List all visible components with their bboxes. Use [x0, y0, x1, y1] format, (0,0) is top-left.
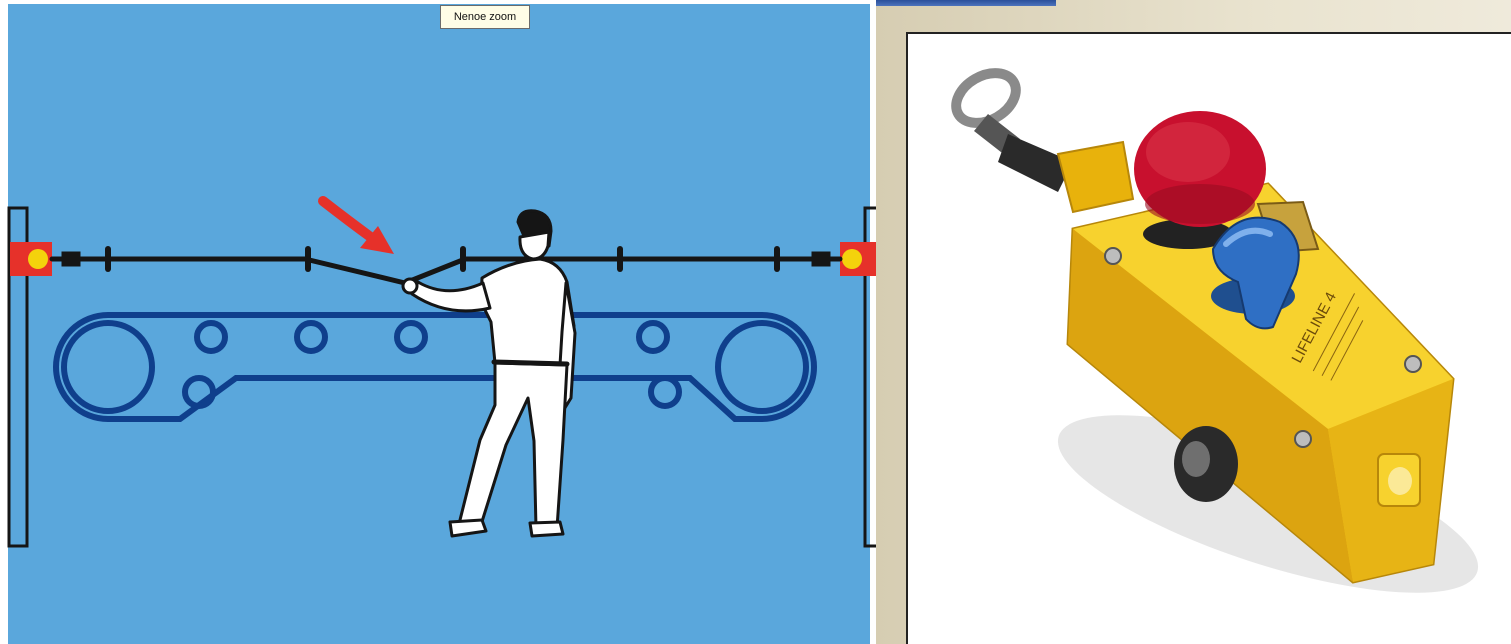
window-titlebar [876, 0, 1056, 6]
rope-pull-switch-photo: LIFELINE 4 [908, 34, 1511, 644]
photo-frame: LIFELINE 4 [906, 32, 1511, 644]
illustration-panel: Nenoe zoom [0, 0, 876, 644]
left-pull-switch [10, 242, 52, 276]
eye-bolt [947, 63, 1073, 192]
image-window: LIFELINE 4 [876, 0, 1511, 644]
conveyor-illustration [0, 0, 876, 644]
right-pull-switch [840, 242, 876, 276]
zoom-tooltip: Nenoe zoom [440, 5, 530, 29]
switch-neck [1058, 142, 1133, 212]
illustration-background [8, 4, 870, 644]
